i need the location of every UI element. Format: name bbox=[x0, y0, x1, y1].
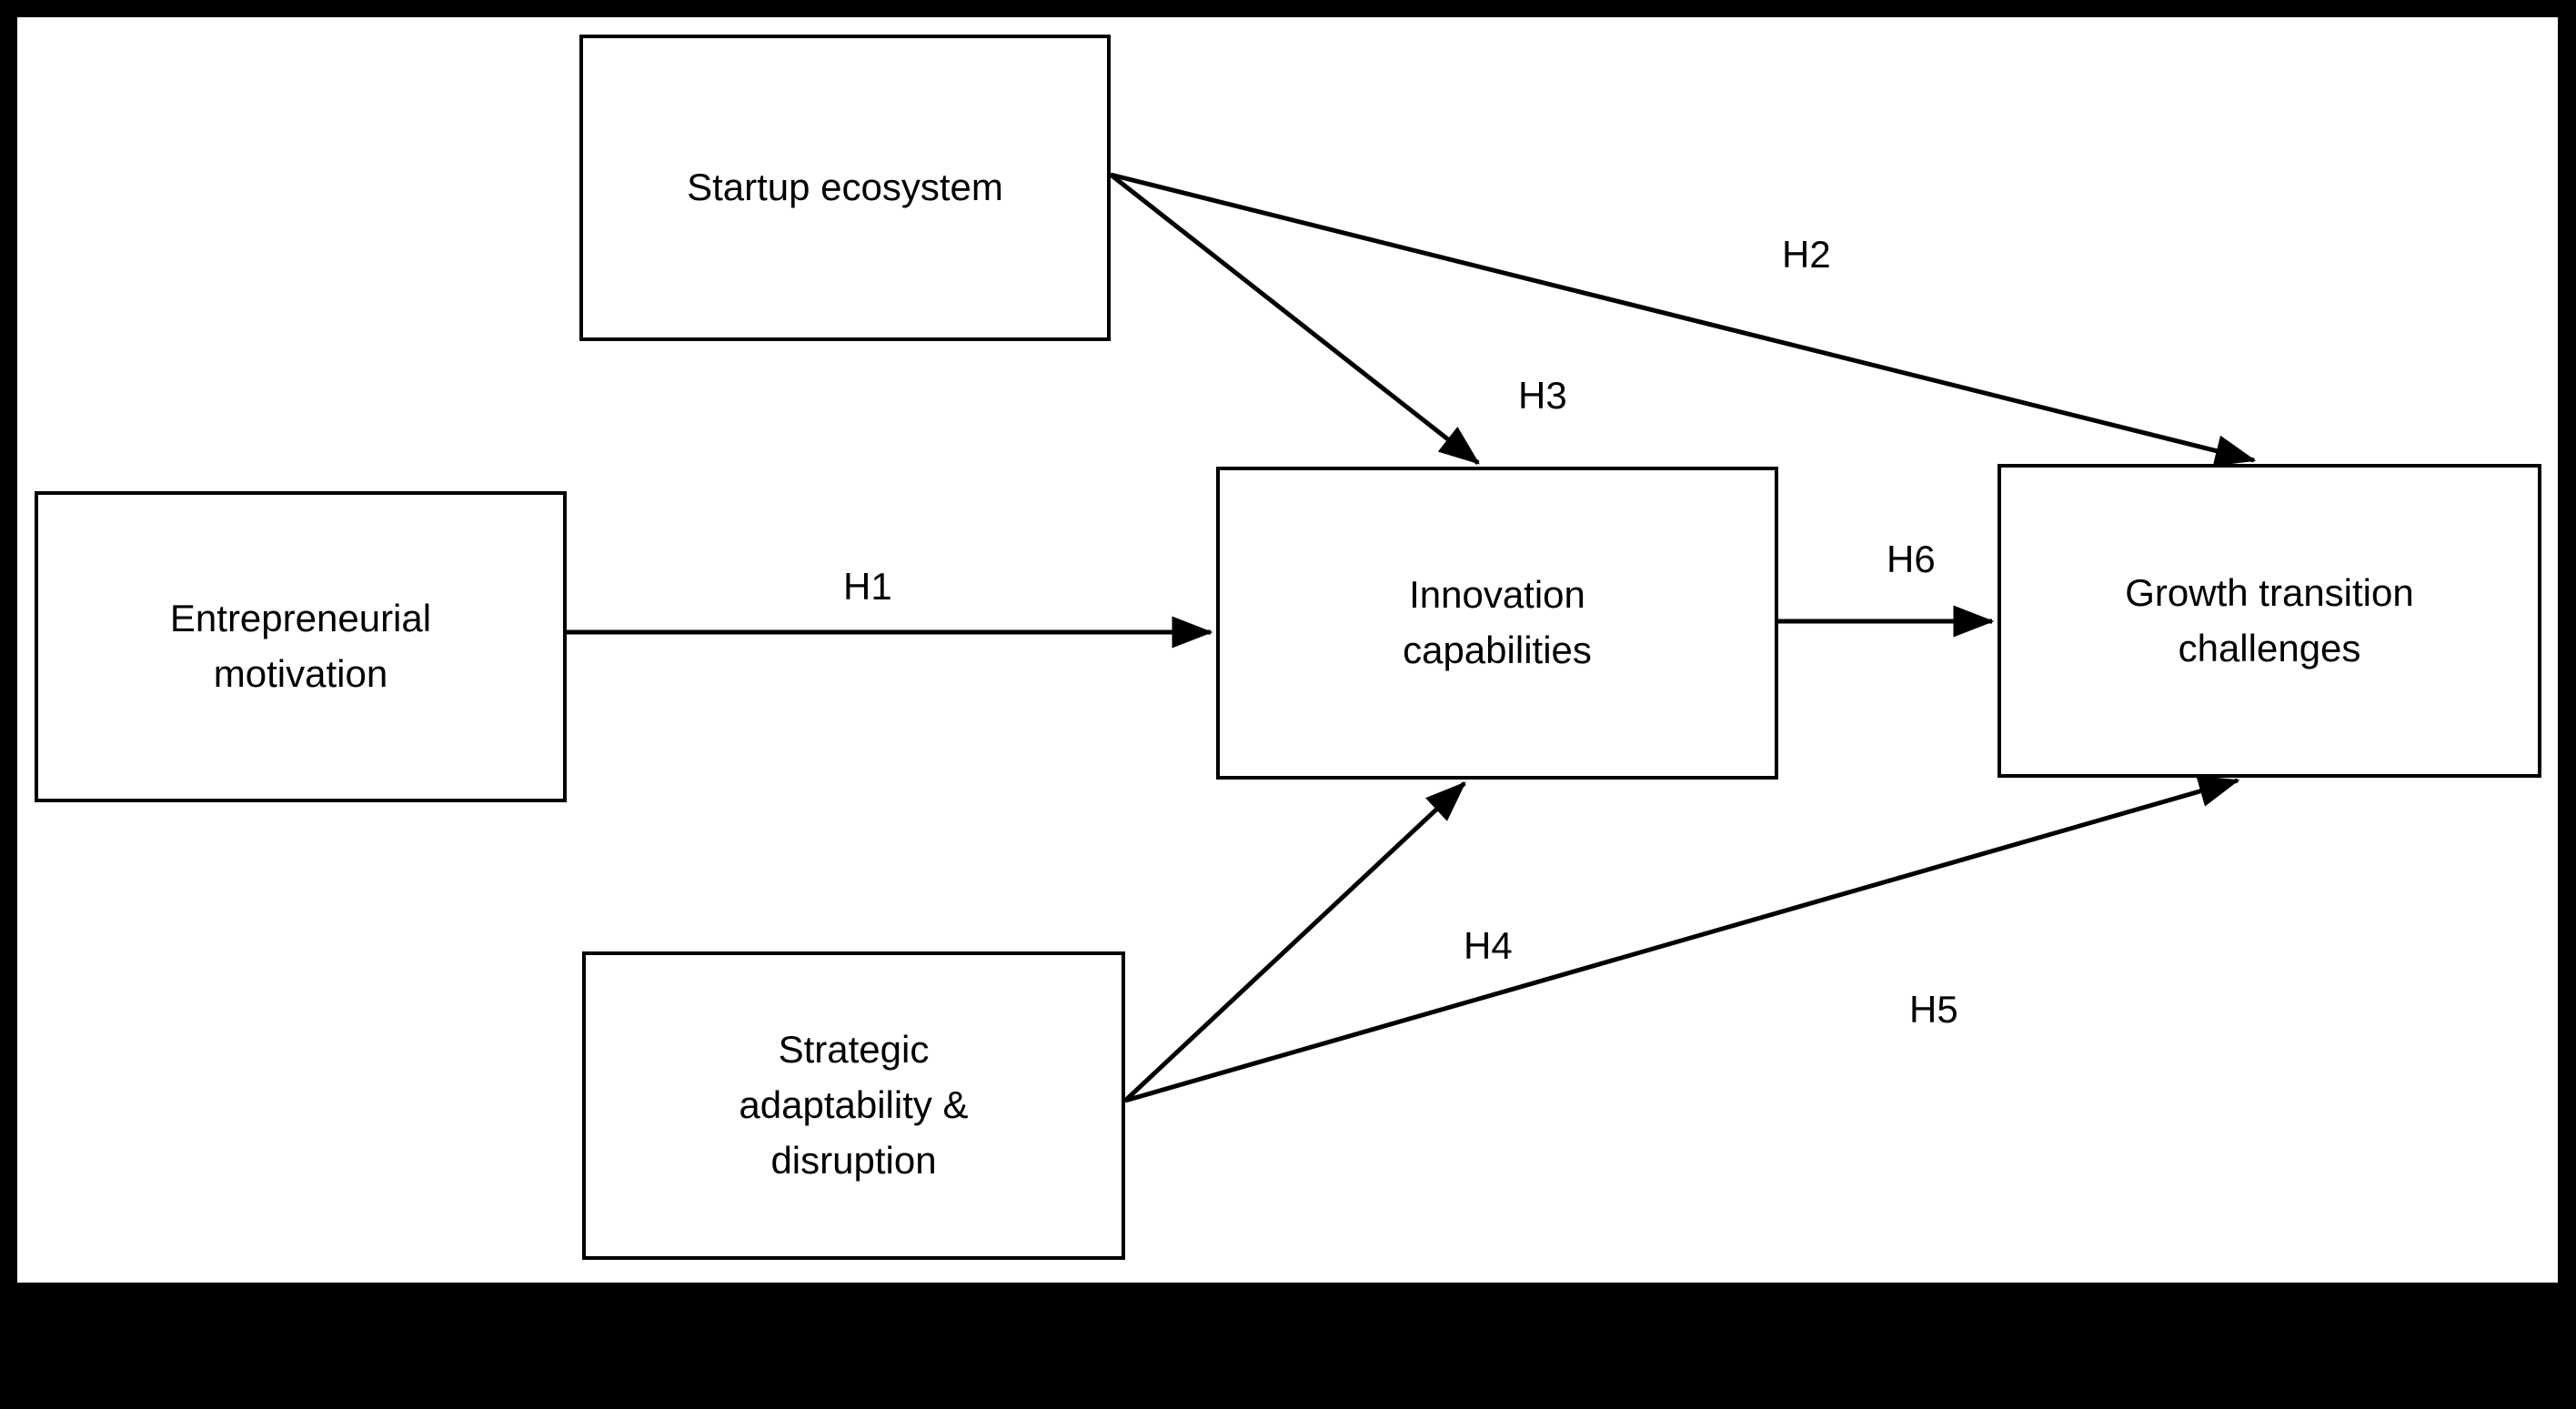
edge-h2 bbox=[1110, 172, 2257, 467]
diagram-paper: Startup ecosystem Entrepreneurial motiva… bbox=[17, 17, 2558, 1283]
edge-h3 bbox=[1109, 173, 1480, 465]
node-entrepreneurial-motivation: Entrepreneurial motivation bbox=[35, 491, 567, 802]
edge-label-h6: H6 bbox=[1887, 538, 1936, 580]
edge-label-h5: H5 bbox=[1909, 988, 1958, 1031]
node-innovation-capabilities: Innovation capabilities bbox=[1216, 467, 1778, 780]
node-entrepreneurial-motivation-label: Entrepreneurial motivation bbox=[169, 597, 432, 695]
edge-label-h2: H2 bbox=[1782, 233, 1831, 276]
edge-h4 bbox=[1123, 781, 1466, 1102]
node-startup-ecosystem-label: Startup ecosystem bbox=[687, 166, 1003, 209]
node-startup-ecosystem: Startup ecosystem bbox=[579, 35, 1111, 341]
edge-label-h3: H3 bbox=[1518, 374, 1567, 417]
edge-h5 bbox=[1124, 775, 2240, 1103]
node-innovation-capabilities-label: Innovation capabilities bbox=[1403, 573, 1592, 671]
node-strategic-adaptability-disruption: Strategic adaptability & disruption bbox=[582, 951, 1125, 1260]
node-strategic-adaptability-disruption-label: Strategic adaptability & disruption bbox=[739, 1028, 969, 1182]
node-growth-transition-challenges: Growth transition challenges bbox=[1997, 464, 2541, 778]
edge-label-h1: H1 bbox=[843, 565, 892, 608]
node-growth-transition-challenges-label: Growth transition challenges bbox=[2125, 570, 2414, 669]
edges-layer bbox=[567, 172, 2257, 1103]
edge-label-h4: H4 bbox=[1464, 924, 1513, 967]
